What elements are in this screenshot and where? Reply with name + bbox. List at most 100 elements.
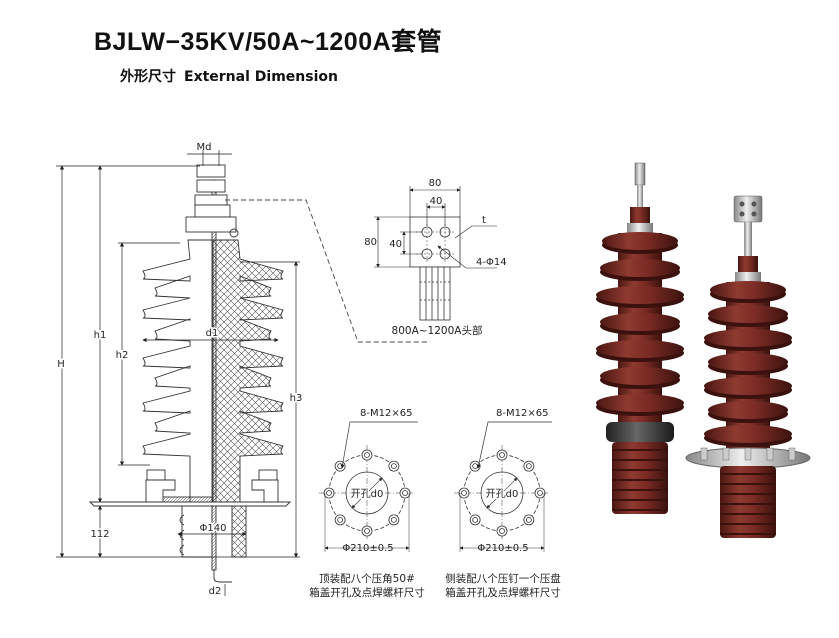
label-md: Md [197,142,212,153]
nut [196,179,226,193]
label-H: H [57,359,65,370]
bushing-section-drawing [56,150,430,596]
subtitle-en: External Dimension [184,69,338,85]
lower-porcelain [612,442,668,514]
terminal-hole [739,201,745,207]
product-photo-flat-terminal [685,195,811,538]
clamp [700,447,708,461]
bolt-hole [523,460,535,472]
label-d1: d1 [206,328,219,339]
bolt-hole [399,487,411,499]
hole-dimension [351,477,383,509]
lower-porcelain [720,466,776,538]
bolt [229,228,239,238]
bottom-sleeve [231,505,247,558]
label-h1: h1 [94,330,107,341]
conductor-end [213,570,232,583]
rubber-flange [606,422,674,442]
mounting-plate [88,501,292,507]
clamp [766,447,774,461]
product-photo-round-stud [596,162,684,514]
porcelain-shed [704,377,792,395]
flange-side-caption-2: 箱盖开孔及点焊螺杆尺寸 [445,586,561,599]
clamp [744,447,752,461]
porcelain-shed [704,425,792,443]
bolt-hole-inner [525,516,532,523]
flange-top-labels: 8-M12×65 开孔d0 Φ210±0.5 顶装配八个压角50# 箱盖开孔及点… [309,408,425,599]
terminal-caption: 800A~1200A头部 [392,324,483,337]
porcelain-shed [596,394,684,412]
main-dimension-labels: Md H h1 h2 h3 d1 112 Φ140 d2 [56,142,304,597]
clamp-left [145,469,176,503]
terminal-detail-drawing [374,186,497,321]
flange-side-hole: 开孔d0 [486,488,519,500]
label-112: 112 [90,529,109,540]
bolt-hole-inner [499,452,505,458]
conductor-rod [211,179,217,571]
label-holes: 4-Φ14 [476,257,507,268]
clamp [788,447,796,461]
bolt-hole [534,487,546,499]
porcelain-shed [596,340,684,358]
porcelain-shed [710,281,786,299]
bolt-hole-inner [525,463,532,470]
bolt-hole [361,525,373,537]
bushing-outline-left [142,239,214,503]
flange-top-caption-1: 顶装配八个压角50# [319,572,415,585]
bolt-hole [496,525,508,537]
porcelain-shed [600,259,680,277]
bolt-hole-inner [472,516,479,523]
flange-side-caption-1: 侧装配八个压钉一个压盘 [445,572,561,585]
flange-top-caption-2: 箱盖开孔及点焊螺杆尺寸 [309,586,425,599]
terminal-detail-labels: 80 40 80 40 t 4-Φ14 800A~1200A头部 [364,178,506,337]
porcelain-shed [708,401,788,419]
bolt-hole [334,460,346,472]
stud-rod [637,185,643,207]
label-spacing-40: 40 [430,196,443,207]
label-height-80: 80 [364,237,377,248]
bushing-section-hatch [212,239,284,503]
porcelain-shed [600,313,680,331]
flange-side-labels: 8-M12×65 开孔d0 Φ210±0.5 侧装配八个压钉一个压盘 箱盖开孔及… [445,408,561,599]
label-thickness: t [482,215,486,226]
porcelain-shed [708,353,788,371]
bolt-hole [361,449,373,461]
bolt-hole [334,514,346,526]
bolt-hole [388,460,400,472]
flat-terminal [733,195,763,223]
bolt-hole-inner [390,516,397,523]
terminal-stud [634,162,646,186]
bolt-hole [469,514,481,526]
bolt-hole-inner [461,490,467,496]
detail-leader [225,199,430,343]
porcelain-shed [600,367,680,385]
bolt-hole-inner [326,490,332,496]
bolt-hole [323,487,335,499]
porcelain-shed [596,286,684,304]
porcelain-shed [708,305,788,323]
terminal-hole [739,211,745,217]
bolt-hole-inner [537,490,543,496]
label-h3: h3 [290,393,303,404]
terminal-hole [751,211,757,217]
flange-top-diameter: Φ210±0.5 [342,543,393,554]
bolt-hole [496,449,508,461]
flange-side-diameter: Φ210±0.5 [477,543,528,554]
bolt-hole-inner [390,463,397,470]
terminal-hole [751,201,757,207]
gasket [159,496,213,503]
clamp-right [251,469,279,503]
hole-dimension [486,477,518,509]
cap-ring [735,272,761,282]
clamp [722,447,730,461]
label-width-80: 80 [429,178,442,189]
flange-side-bolts: 8-M12×65 [496,408,548,419]
bolt-hole-inner [402,490,408,496]
subtitle-cn: 外形尺寸 [120,69,176,85]
flange-top-hole: 开孔d0 [351,488,384,500]
label-h2: h2 [116,350,129,361]
label-d2: d2 [209,586,222,597]
bolt-hole [388,514,400,526]
bolt-leader [476,421,552,469]
